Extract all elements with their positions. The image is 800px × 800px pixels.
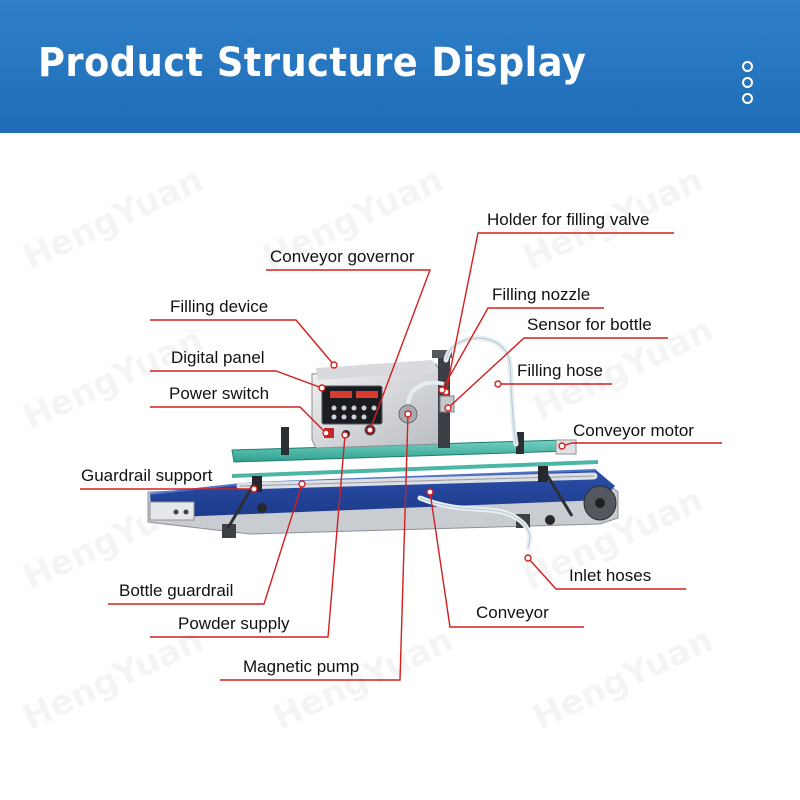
leader-holder-for-filling-valve: [445, 232, 674, 393]
leader-power-switch: [150, 406, 327, 434]
leader-digital-panel: [150, 370, 323, 389]
leader-conveyor-motor: [561, 442, 722, 447]
watermark-text: HengYuan: [527, 620, 719, 738]
leader-filling-nozzle: [441, 307, 604, 391]
label-filling-device: Filling device: [170, 297, 269, 316]
leader-dots: [250, 361, 566, 562]
leader-inlet-hoses: [527, 557, 686, 590]
label-digital-panel: Digital panel: [171, 348, 265, 367]
label-bottle-guardrail: Bottle guardrail: [119, 581, 234, 600]
label-powder-supply: Powder supply: [178, 614, 290, 633]
leader-conveyor-governor: [266, 269, 432, 431]
watermark-text: HengYuan: [17, 320, 209, 438]
label-filling-nozzle: Filling nozzle: [492, 285, 591, 304]
label-guardrail-support: Guardrail support: [81, 466, 213, 485]
label-conveyor: Conveyor: [476, 603, 549, 622]
vertical-dots-icon[interactable]: [741, 61, 753, 107]
leader-bottle-guardrail: [108, 483, 303, 605]
label-magnetic-pump: Magnetic pump: [243, 657, 360, 676]
header-banner: Product Structure Display: [0, 0, 800, 133]
leader-conveyor: [429, 491, 584, 628]
label-conveyor-governor: Conveyor governor: [270, 247, 415, 266]
filling-hose-graphic: [443, 335, 519, 447]
label-filling-hose: Filling hose: [517, 361, 603, 380]
label-holder-for-filling-valve: Holder for filling valve: [487, 210, 650, 229]
leader-sensor-for-bottle: [447, 337, 668, 409]
watermark-text: HengYuan: [17, 620, 209, 738]
leader-magnetic-pump: [220, 413, 409, 681]
leader-filling-device: [150, 319, 335, 366]
page-title: Product Structure Display: [38, 40, 587, 86]
leader-lines: [80, 232, 722, 681]
label-conveyor-motor: Conveyor motor: [573, 421, 694, 440]
label-sensor-for-bottle: Sensor for bottle: [527, 315, 652, 334]
label-power-switch: Power switch: [169, 384, 270, 403]
watermark-text: HengYuan: [267, 620, 459, 738]
label-inlet-hoses: Inlet hoses: [569, 566, 652, 585]
watermark-text: HengYuan: [17, 160, 209, 278]
leader-powder-supply: [150, 434, 346, 638]
